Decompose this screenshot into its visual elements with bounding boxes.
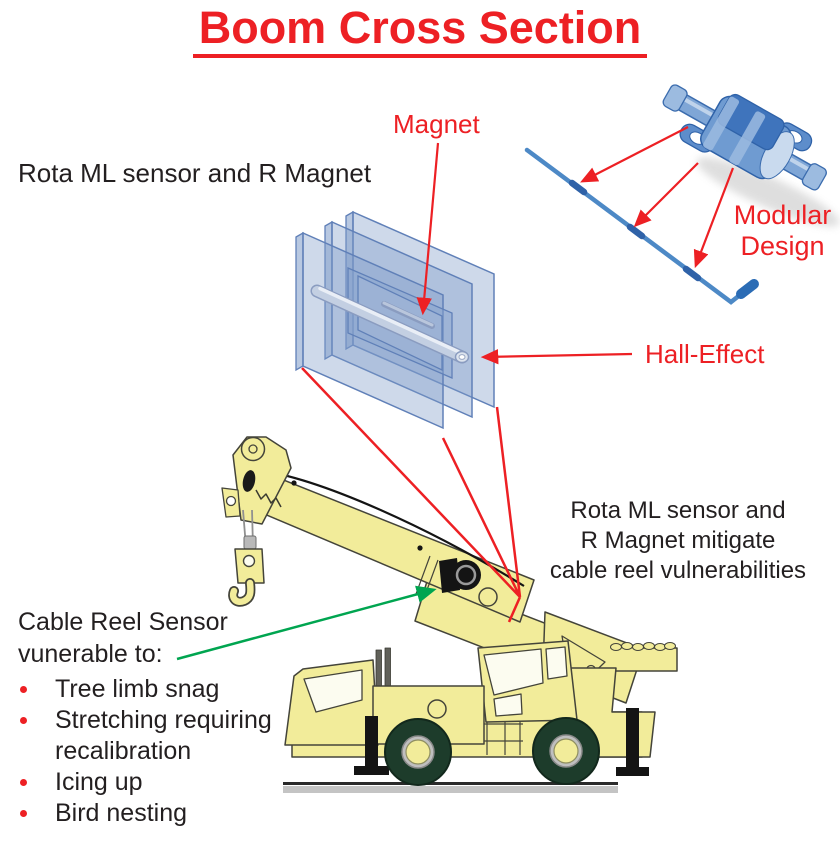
front-wheel <box>384 718 452 786</box>
front-outrigger <box>354 716 389 775</box>
hall-effect-arrow <box>480 349 633 365</box>
rear-wheel <box>532 717 600 785</box>
ground-shadow <box>283 786 618 793</box>
overhaul-ball <box>243 535 257 550</box>
cab-window <box>483 648 544 696</box>
front-cab <box>284 659 379 746</box>
modular-arrow <box>633 162 699 228</box>
modular-design-line1: Modular <box>733 200 832 230</box>
modular-design-line2: Design <box>740 231 825 261</box>
boom-sheave <box>240 436 266 462</box>
cab-window <box>303 669 363 713</box>
cab-window <box>493 693 523 717</box>
hook-block <box>228 509 265 607</box>
mitigation-line2: R Magnet mitigate <box>580 527 776 554</box>
rod-joint <box>568 179 588 196</box>
magnet-label: Magnet <box>393 109 480 139</box>
annotation-arrows <box>176 126 735 661</box>
mitigation-note: Rota ML sensor and R Magnet mitigate cab… <box>535 496 821 586</box>
exhaust-stack <box>375 649 382 691</box>
list-item-text: Bird nesting <box>55 799 188 827</box>
magnet-rod <box>312 286 467 362</box>
bullet-icon <box>20 779 27 786</box>
pane-to-boom-lines <box>301 367 522 623</box>
exhaust-stack <box>384 647 391 691</box>
boom <box>242 466 535 623</box>
cable-reel-arrow <box>176 585 437 661</box>
bullet-icon <box>20 717 27 724</box>
modular-design-label: Modular Design <box>700 200 840 262</box>
modular-sensor-illustration <box>662 84 840 227</box>
counterweight-treads <box>610 642 676 651</box>
vulnerability-heading-line2: vunerable to: <box>18 640 163 668</box>
air-cleaner <box>427 699 447 719</box>
mitigation-line3: cable reel vulnerabilities <box>549 557 807 584</box>
list-item-text: Tree limb snag <box>55 675 220 703</box>
mitigation-line1: Rota ML sensor and <box>570 497 786 524</box>
crane-illustration <box>221 436 678 793</box>
list-item: Tree limb snag <box>18 674 284 705</box>
chassis-ladder <box>483 716 523 755</box>
bullet-icon <box>20 810 27 817</box>
device-shadow <box>696 157 840 227</box>
boom-detail-circle <box>478 587 498 607</box>
rod-end-cap <box>736 279 759 299</box>
boom-head <box>221 436 292 525</box>
list-item: Icing up <box>18 767 284 798</box>
rod-joint <box>682 265 702 282</box>
hall-effect-label: Hall-Effect <box>645 339 765 369</box>
list-item: Bird nesting <box>18 798 284 829</box>
list-item-text: Stretching requiring recalibration <box>55 706 272 765</box>
title-text: Boom Cross Section <box>192 4 648 59</box>
rear-outrigger <box>616 708 649 776</box>
cable-reel-sensor <box>439 558 481 593</box>
bullet-icon <box>20 686 27 693</box>
vulnerability-heading: Cable Reel Sensor vunerable to: <box>18 606 228 670</box>
cab-window <box>545 646 568 680</box>
list-item-text: Icing up <box>55 768 143 796</box>
vulnerability-heading-line1: Cable Reel Sensor <box>18 608 228 636</box>
cross-section-illustration <box>295 210 495 430</box>
sensor-rod-illustration <box>524 147 759 305</box>
modular-arrow <box>580 126 689 183</box>
rod-joint <box>626 223 646 240</box>
magnet-arrow <box>416 142 440 316</box>
sensor-pane <box>302 231 444 430</box>
vulnerability-list: Tree limb snag Stretching requiring reca… <box>18 674 284 829</box>
modular-arrow <box>693 167 735 269</box>
rota-sensor-label: Rota ML sensor and R Magnet <box>18 158 372 188</box>
list-item: Stretching requiring recalibration <box>18 705 284 767</box>
page-title: Boom Cross Section <box>0 4 840 59</box>
